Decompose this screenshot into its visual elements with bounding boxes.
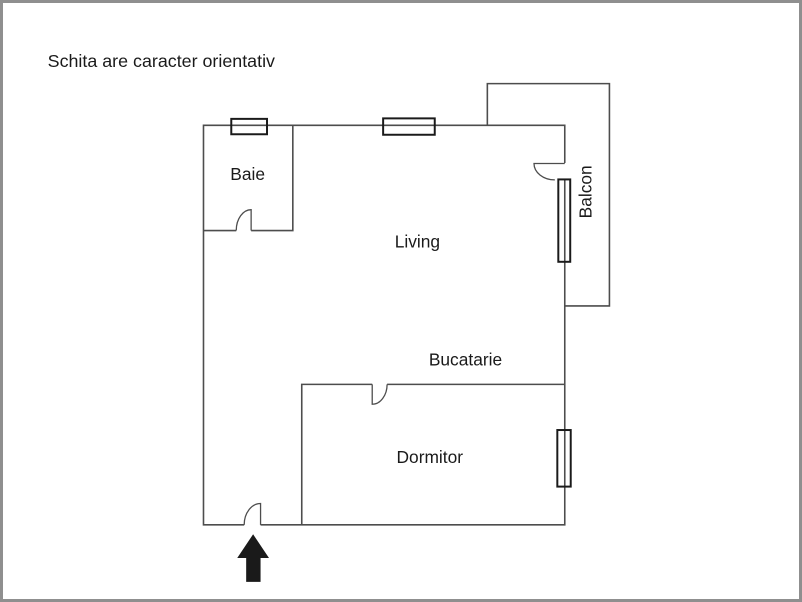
bathroom-door-icon [235,209,252,231]
balcony-window-icon [557,178,572,263]
balcony-door-icon [533,162,565,181]
room-label-living: Living [395,231,440,251]
wall-bathroom [203,125,294,232]
entrance-arrow-icon [237,534,269,582]
floor-plan-svg: Schita are caracter orientativ Baie Livi… [48,51,611,582]
bathroom-window-icon [230,117,269,136]
living-window-icon [382,117,436,136]
room-label-bedroom: Dormitor [397,447,464,467]
windows-group [230,117,572,488]
entrance-door-icon [243,502,262,525]
wall-balcony [486,82,611,307]
bedroom-door-icon [371,384,388,405]
bedroom-window-icon [556,429,572,488]
disclaimer-text: Schita are caracter orientativ [48,51,275,71]
room-label-balcony: Balcon [576,165,596,218]
doors-group [235,162,565,525]
wall-apartment-outline [202,124,566,526]
room-label-bathroom: Baie [230,164,265,184]
walls-group [202,82,611,526]
wall-bedroom [300,383,565,525]
room-label-kitchen: Bucatarie [429,350,502,370]
